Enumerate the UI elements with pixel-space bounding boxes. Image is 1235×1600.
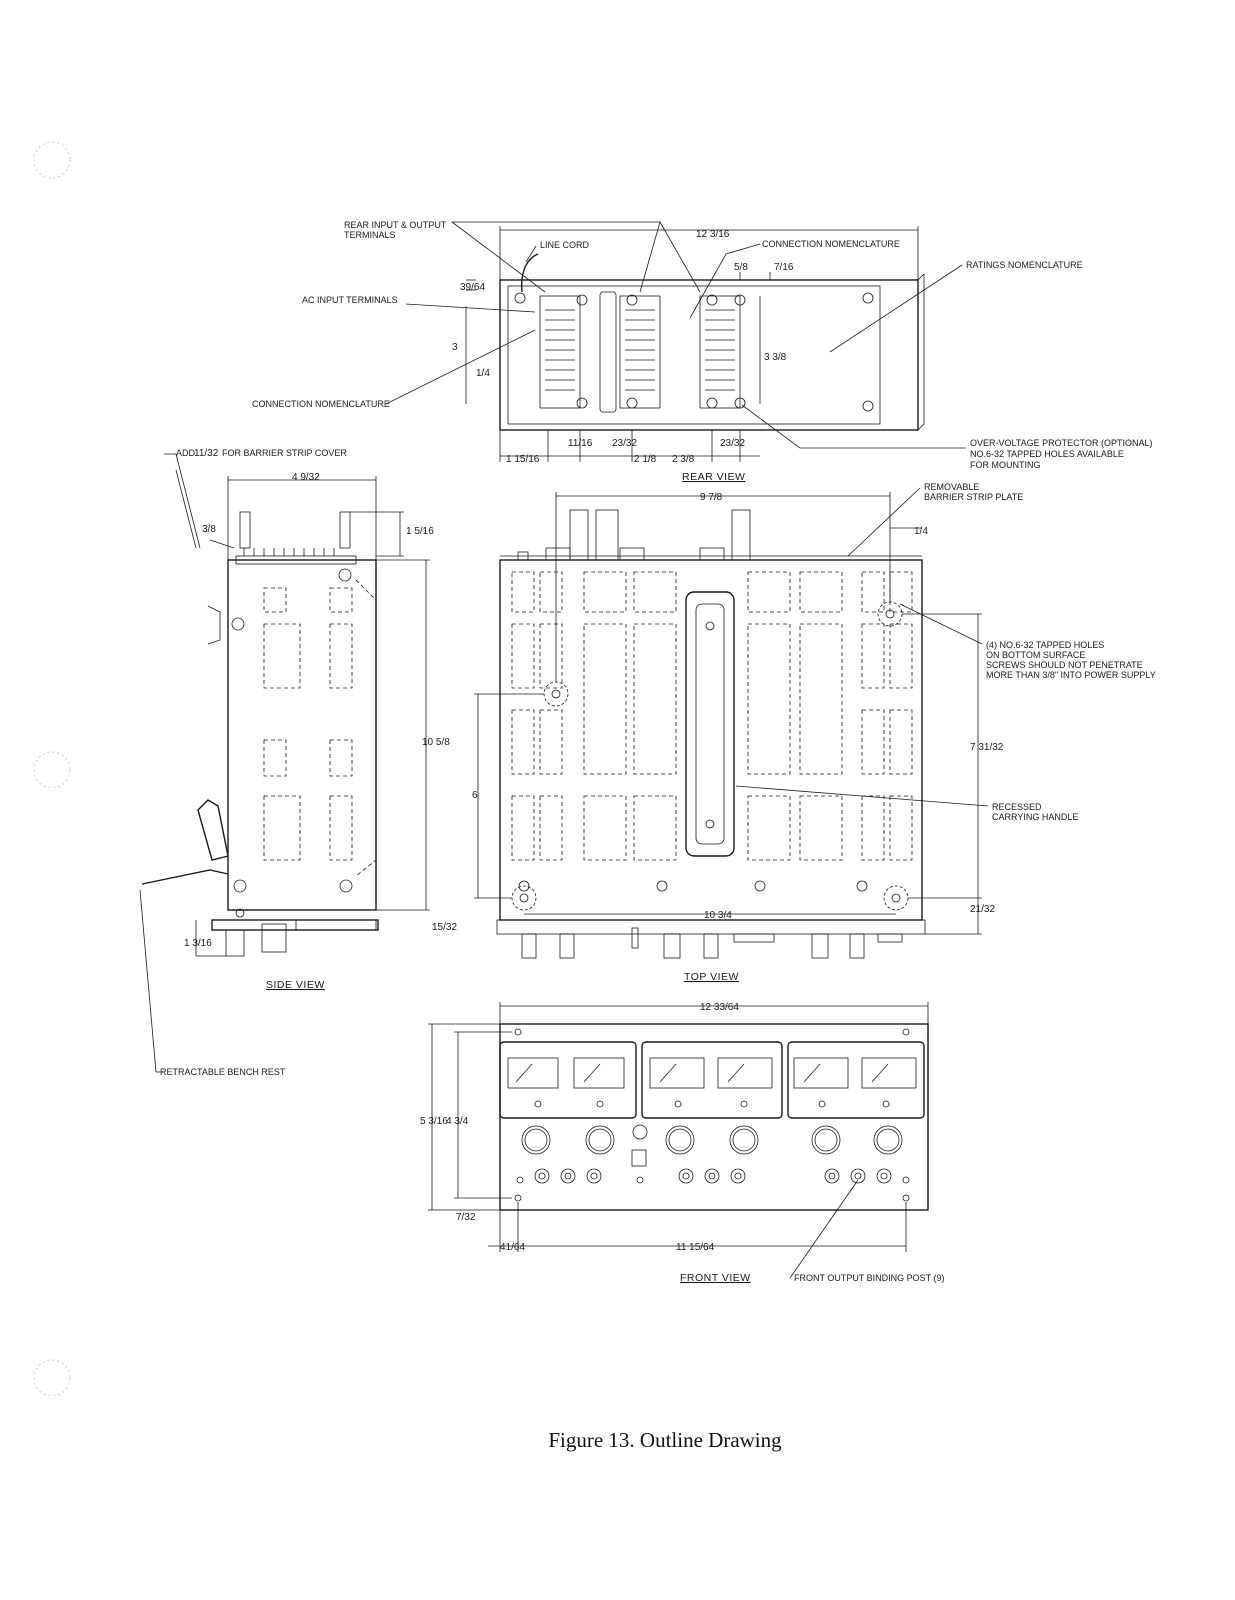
rear-terminals-label: REAR INPUT & OUTPUT [344, 220, 447, 230]
dim-rear-width: 12 3/16 [696, 229, 730, 240]
dim-side-4-9-32: 4 9/32 [292, 472, 320, 483]
punch-hole-marks [33, 141, 71, 1397]
figure-caption: Figure 13. Outline Drawing [548, 1428, 782, 1452]
dim-side-10-5-8: 10 5/8 [422, 737, 450, 748]
rear-screws [514, 292, 874, 412]
line-cord [521, 253, 539, 293]
side-barrier-teeth [243, 548, 335, 556]
ovp-label-2: NO.6-32 TAPPED HOLES AVAILABLE [970, 449, 1124, 459]
dim-top-1-4: 1/4 [914, 526, 928, 537]
meter-panel-1 [499, 1041, 637, 1119]
dim-top-6: 6 [472, 790, 478, 801]
carrying-handle [685, 591, 735, 857]
front-view-title: FRONT VIEW [680, 1272, 751, 1284]
dim-front-41-64: 41/64 [500, 1242, 525, 1253]
front-knobs [521, 1124, 903, 1167]
barrier-plate-label-2: BARRIER STRIP PLATE [924, 492, 1023, 502]
rear-view-title: REAR VIEW [682, 471, 745, 483]
dim-rear-1-15-16: 1 15/16 [506, 454, 540, 465]
meter-panel-3 [787, 1041, 925, 1119]
add-cover-label-pre: ADD [176, 448, 196, 458]
dim-rear-7-16: 7/16 [774, 262, 794, 273]
tapped-holes-label-4: MORE THAN 3/8" INTO POWER SUPPLY [986, 670, 1156, 680]
binding-posts [516, 1168, 910, 1184]
barrier-strip-left [539, 291, 617, 413]
dim-rear-5-8: 5/8 [734, 262, 748, 273]
handle-label-2: CARRYING HANDLE [992, 812, 1078, 822]
dim-top-10-3-4: 10 3/4 [704, 910, 732, 921]
top-view: REMOVABLE BARRIER STRIP PLATE 9 7/8 1/4 … [472, 482, 1156, 983]
ovp-label-1: OVER-VOLTAGE PROTECTOR (OPTIONAL) [970, 438, 1153, 448]
dim-top-9-7-8: 9 7/8 [700, 492, 723, 503]
dim-rear-3: 3 [452, 342, 458, 353]
dim-top-21-32: 21/32 [970, 904, 995, 915]
dim-rear-2-3-8: 2 3/8 [672, 454, 695, 465]
ovp-label-3: FOR MOUNTING [970, 460, 1041, 470]
dim-rear-2-1-8: 2 1/8 [634, 454, 657, 465]
rear-view: REAR INPUT & OUTPUT TERMINALS LINE CORD … [252, 220, 1153, 483]
ratings-nomenclature-label: RATINGS NOMENCLATURE [966, 260, 1083, 270]
meter-panel-2 [641, 1041, 783, 1119]
connection-nomenclature-label-top: CONNECTION NOMENCLATURE [762, 239, 900, 249]
top-view-title: TOP VIEW [684, 971, 739, 983]
dim-front-5-3-16: 5 3/16 [420, 1116, 448, 1127]
dim-side-3-8: 3/8 [202, 524, 216, 535]
tapped-holes-label-1: (4) NO.6-32 TAPPED HOLES [986, 640, 1104, 650]
dim-side-1-3-16: 1 3/16 [184, 938, 212, 949]
dim-side-15-32: 15/32 [432, 922, 457, 933]
tapped-holes-label-3: SCREWS SHOULD NOT PENETRATE [986, 660, 1143, 670]
dim-front-4-3-4: 4 3/4 [446, 1116, 469, 1127]
dim-side-1-5-16: 1 5/16 [406, 526, 434, 537]
dim-rear-11-16: 11/16 [568, 438, 593, 449]
side-view-title: SIDE VIEW [266, 979, 325, 991]
barrier-strip-right [699, 295, 741, 409]
barrier-strip-center [619, 295, 661, 409]
tapped-holes-label-2: ON BOTTOM SURFACE [986, 650, 1085, 660]
rear-terminals-label-2: TERMINALS [344, 230, 396, 240]
dim-rear-3-3-8: 3 3/8 [764, 352, 787, 363]
line-cord-label: LINE CORD [540, 240, 590, 250]
dim-rear-1-4: 1/4 [476, 368, 490, 379]
dim-front-12-33-64: 12 33/64 [700, 1002, 739, 1013]
handle-label-1: RECESSED [992, 802, 1042, 812]
bench-rest-label: RETRACTABLE BENCH REST [160, 1067, 286, 1077]
bench-rest-lever [197, 799, 229, 861]
connection-nomenclature-label-left: CONNECTION NOMENCLATURE [252, 399, 390, 409]
dim-front-11-15-64: 11 15/64 [676, 1242, 715, 1253]
barrier-plate-label-1: REMOVABLE [924, 482, 979, 492]
add-cover-label-post: FOR BARRIER STRIP COVER [222, 448, 347, 458]
side-view: ADD 11/32 FOR BARRIER STRIP COVER 4 9/32… [139, 448, 457, 1077]
dim-rear-23-32a: 23/32 [612, 438, 637, 449]
dim-rear-23-32b: 23/32 [720, 438, 745, 449]
dim-front-7-32: 7/32 [456, 1212, 476, 1223]
dim-top-7-31-32: 7 31/32 [970, 742, 1004, 753]
dim-add-11-32: 11/32 [194, 448, 219, 459]
binding-post-label: FRONT OUTPUT BINDING POST (9) [794, 1273, 945, 1283]
ac-input-label: AC INPUT TERMINALS [302, 295, 398, 305]
dim-rear-39-64: 39/64 [460, 282, 485, 293]
front-view: 12 33/64 5 3/16 4 3/4 7/32 41/64 11 15/6… [420, 1002, 945, 1284]
